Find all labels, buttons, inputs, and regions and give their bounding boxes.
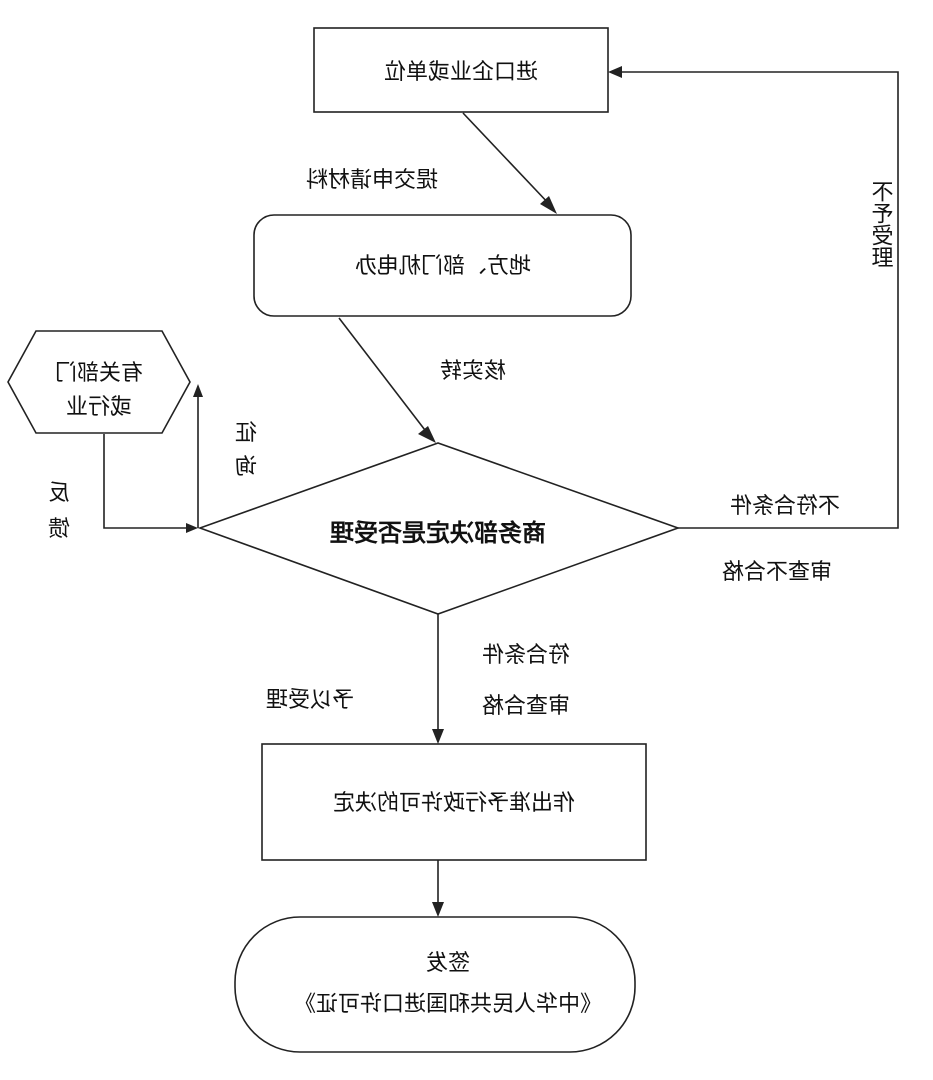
issue-permit-node (234, 916, 636, 1053)
permit-decision-node (261, 743, 647, 861)
issue-arrowhead (432, 902, 444, 917)
submit-materials-label: 提交申请材料 (306, 168, 438, 193)
reject-condition-label: 不符合条件 (730, 494, 840, 519)
verify-arrow-line (338, 317, 429, 435)
local-office-label: 地方、部门机电办 (355, 254, 531, 279)
local-office-node (253, 214, 632, 317)
meets-condition-label: 符合条件 (482, 643, 570, 668)
importer-node (313, 27, 609, 113)
reject-loop-arrowhead (608, 66, 622, 78)
feedback-arrowhead (186, 523, 198, 533)
submit-arrow-line (462, 112, 552, 207)
permit-decision-label: 作出准予行政许可的决定 (333, 791, 575, 816)
review-failed-label: 审查不合格 (722, 560, 832, 585)
not-accepted-label: 不予受理 (868, 180, 894, 268)
decision-label: 商务部决定是否受理 (330, 519, 546, 547)
consult-arrowhead (193, 384, 203, 397)
accepted-label: 予以受理 (266, 688, 354, 713)
consult-dept-label-line2: 或行业 (66, 395, 132, 420)
issue-label-line1: 签发 (426, 951, 470, 976)
review-passed-label: 审查合格 (482, 694, 570, 719)
reject-loop-line (621, 71, 899, 529)
consult-dept-label-line1: 有关部门 (55, 361, 143, 386)
accept-arrowhead (432, 729, 444, 744)
verify-forward-label: 核实转 (440, 359, 506, 384)
submit-arrowhead (540, 196, 557, 214)
consult-label-line2: 询 (235, 455, 257, 480)
feedback-label-line1: 反 (48, 481, 70, 506)
feedback-line (103, 434, 188, 529)
consult-dept-node (7, 330, 191, 434)
feedback-label-line2: 馈 (48, 517, 70, 542)
importer-label: 进口企业或单位 (384, 60, 538, 85)
issue-label-line2: 《中华人民共和国进口许可证》 (294, 992, 602, 1017)
consult-label-line1: 征 (235, 421, 257, 446)
verify-arrowhead (418, 426, 436, 443)
